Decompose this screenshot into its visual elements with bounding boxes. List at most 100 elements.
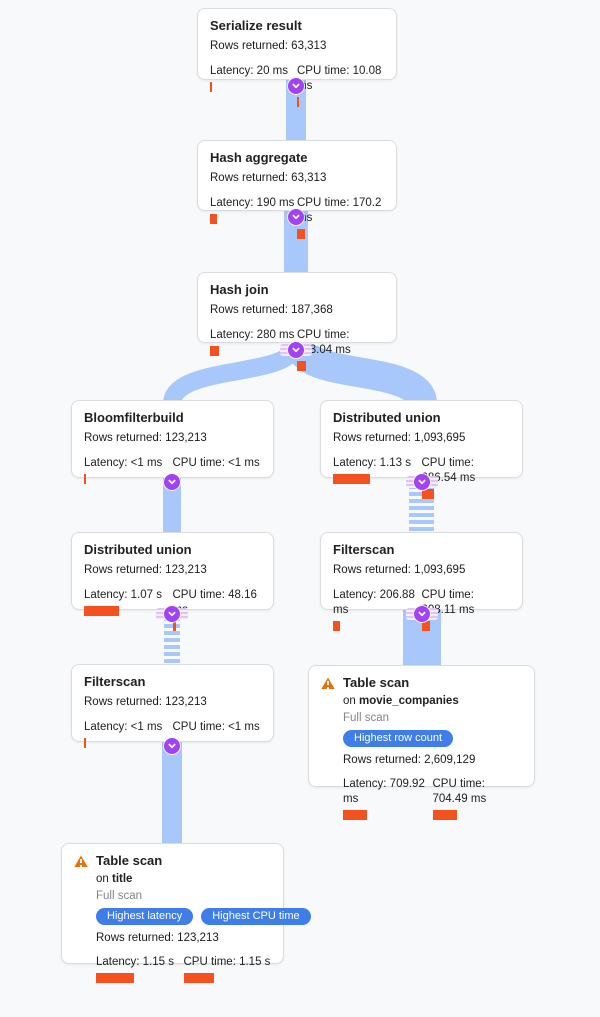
- highest-row-count-badge: Highest row count: [343, 729, 454, 747]
- card-body: on title Full scan Highest latency Highe…: [96, 872, 311, 983]
- on-prefix: on: [343, 694, 359, 707]
- chevron-down-icon[interactable]: [288, 78, 304, 94]
- chevron-down-icon[interactable]: [288, 209, 304, 225]
- latency-metric: Latency: 709.92 ms: [343, 777, 433, 820]
- chevron-down-icon[interactable]: [164, 474, 180, 490]
- warning-triangle-icon: [321, 677, 335, 690]
- chevron-down-icon[interactable]: [414, 606, 430, 622]
- node-filterscan-right[interactable]: Filterscan Rows returned: 1,093,695 Late…: [320, 532, 523, 631]
- metrics: Latency: <1 ms CPU time: <1 ms: [84, 720, 261, 748]
- latency-metric: Latency: 190 ms: [210, 196, 297, 239]
- node-title: Table scan: [343, 675, 410, 690]
- cpu-metric: CPU time: 10.08 ms: [297, 64, 384, 107]
- metrics: Latency: 190 ms CPU time: 170.2 ms: [210, 196, 384, 239]
- cpu-bar: [183, 972, 214, 983]
- latency-label: Latency: 709.92 ms: [343, 777, 425, 805]
- cpu-label: CPU time: <1 ms: [172, 456, 260, 469]
- card-body: on movie_companies Full scan Highest row…: [343, 694, 522, 820]
- chevron-down-icon[interactable]: [288, 342, 304, 358]
- rows-returned: Rows returned: 2,609,129: [343, 753, 476, 766]
- node-title: Hash aggregate: [210, 150, 308, 165]
- latency-metric: Latency: 20 ms: [210, 64, 297, 107]
- node-hash-aggregate[interactable]: Hash aggregate Rows returned: 63,313 Lat…: [197, 140, 397, 239]
- latency-label: Latency: 206.88 ms: [333, 588, 415, 616]
- cpu-bar: [297, 360, 306, 371]
- rows-returned: Rows returned: 1,093,695: [333, 431, 466, 444]
- node-title: Filterscan: [333, 542, 395, 557]
- node-serialize-result[interactable]: Serialize result Rows returned: 63,313 L…: [197, 8, 397, 107]
- chevron-down-icon[interactable]: [164, 738, 180, 754]
- cpu-bar: [297, 228, 305, 239]
- card-header: Table scan: [74, 853, 271, 870]
- cpu-bar: [432, 809, 457, 820]
- cpu-label: CPU time: 1.15 s: [183, 955, 271, 968]
- latency-label: Latency: 20 ms: [210, 64, 288, 77]
- chevron-down-icon[interactable]: [414, 474, 430, 490]
- chevron-down-icon[interactable]: [164, 606, 180, 622]
- latency-metric: Latency: 1.15 s: [96, 955, 184, 983]
- latency-bar: [343, 809, 367, 820]
- node-title: Serialize result: [210, 18, 302, 33]
- cpu-metric: CPU time: <1 ms: [172, 456, 262, 484]
- rows-returned: Rows returned: 1,093,695: [333, 563, 466, 576]
- node-title: Table scan: [96, 853, 163, 868]
- card-header: Table scan: [321, 675, 522, 692]
- node-distributed-union-left[interactable]: Distributed union Rows returned: 123,213…: [71, 532, 274, 631]
- latency-label: Latency: 280 ms: [210, 328, 295, 341]
- table-name: movie_companies: [359, 694, 459, 707]
- latency-metric: Latency: 1.07 s: [84, 588, 173, 631]
- table-line: on title: [96, 872, 271, 887]
- rows-returned: Rows returned: 123,213: [84, 431, 207, 444]
- badges: Highest row count: [343, 729, 522, 747]
- node-title: Distributed union: [84, 542, 192, 557]
- metrics: Latency: 1.13 s CPU time: 286.54 ms: [333, 456, 510, 499]
- cpu-bar: [421, 488, 434, 499]
- cpu-label: CPU time: 704.49 ms: [432, 777, 487, 805]
- latency-bar: [96, 972, 134, 983]
- latency-bar: [84, 737, 86, 748]
- cpu-bar: [172, 620, 176, 631]
- metrics: Latency: 1.15 s CPU time: 1.15 s: [96, 955, 271, 983]
- edge-distributed-union-to-bloomfilterbuild: [163, 478, 181, 534]
- scan-type: Full scan: [343, 711, 390, 724]
- badges: Highest latency Highest CPU time: [96, 907, 311, 925]
- cpu-bar: [297, 96, 299, 107]
- cpu-label: CPU time: 10.08 ms: [297, 64, 382, 92]
- latency-bar: [333, 473, 370, 484]
- latency-metric: Latency: <1 ms: [84, 456, 173, 484]
- latency-label: Latency: 1.07 s: [84, 588, 162, 601]
- node-table-scan-title[interactable]: Table scan on title Full scan Highest la…: [61, 843, 311, 983]
- node-bloomfilterbuild[interactable]: Bloomfilterbuild Rows returned: 123,213 …: [71, 400, 274, 484]
- metrics: Latency: <1 ms CPU time: <1 ms: [84, 456, 261, 484]
- metrics: Latency: 206.88 ms CPU time: 208.11 ms: [333, 588, 510, 631]
- cpu-metric: CPU time: <1 ms: [172, 720, 262, 748]
- node-distributed-union-right[interactable]: Distributed union Rows returned: 1,093,6…: [320, 400, 523, 499]
- latency-bar: [84, 473, 86, 484]
- node-title: Filterscan: [84, 674, 146, 689]
- latency-label: Latency: 1.15 s: [96, 955, 174, 968]
- rows-returned: Rows returned: 187,368: [210, 303, 333, 316]
- latency-label: Latency: <1 ms: [84, 720, 163, 733]
- node-hash-join[interactable]: Hash join Rows returned: 187,368 Latency…: [197, 272, 397, 371]
- latency-metric: Latency: 206.88 ms: [333, 588, 422, 631]
- node-filterscan-left[interactable]: Filterscan Rows returned: 123,213 Latenc…: [71, 664, 274, 748]
- node-title: Hash join: [210, 282, 269, 297]
- rows-returned: Rows returned: 123,213: [84, 563, 207, 576]
- cpu-bar: [421, 620, 430, 631]
- rows-returned: Rows returned: 63,313: [210, 171, 327, 184]
- latency-bar: [210, 345, 219, 356]
- highest-cpu-time-badge: Highest CPU time: [201, 907, 311, 925]
- rows-returned: Rows returned: 123,213: [84, 695, 207, 708]
- metrics: Latency: 709.92 ms CPU time: 704.49 ms: [343, 777, 522, 820]
- latency-label: Latency: 1.13 s: [333, 456, 411, 469]
- latency-bar: [84, 605, 119, 616]
- node-title: Distributed union: [333, 410, 441, 425]
- node-table-scan-movie-companies[interactable]: Table scan on movie_companies Full scan …: [308, 665, 535, 820]
- edge-filterscan-to-distributed-union-left: [164, 610, 180, 666]
- cpu-label: CPU time: <1 ms: [172, 720, 260, 733]
- latency-label: Latency: 190 ms: [210, 196, 295, 209]
- rows-returned: Rows returned: 63,313: [210, 39, 327, 52]
- cpu-metric: CPU time: 170.2 ms: [297, 196, 384, 239]
- latency-bar: [333, 620, 340, 631]
- warning-triangle-icon: [74, 855, 88, 868]
